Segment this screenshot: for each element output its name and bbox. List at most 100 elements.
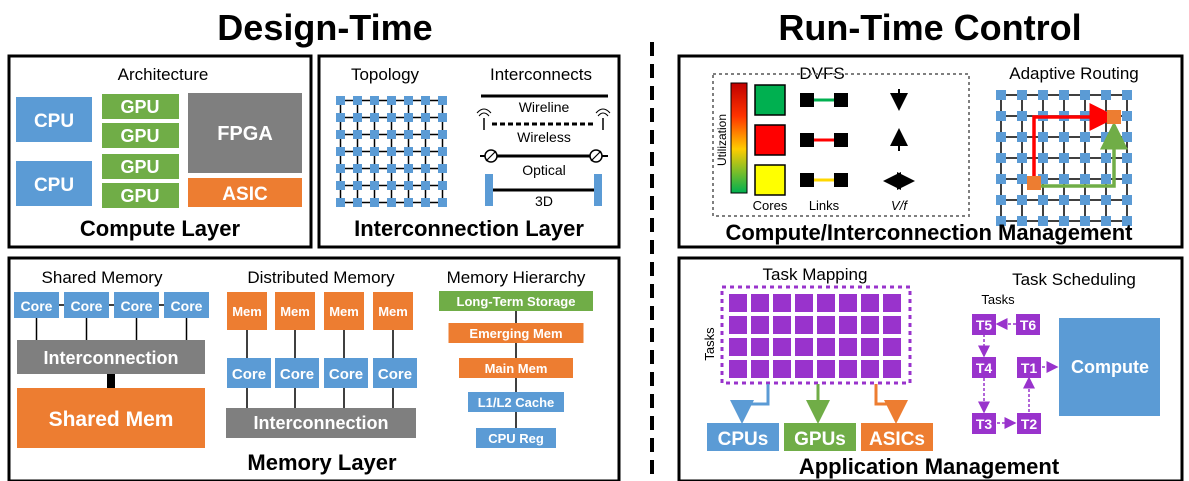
mesh-node [1017,132,1027,142]
mesh-node [353,147,362,156]
antenna-icon [595,108,611,130]
task-node-label: T3 [976,416,993,432]
wireline-label: Wireline [519,99,570,115]
task-node-label: T5 [976,317,993,333]
mesh-node [421,198,430,207]
mesh-node [1122,174,1132,184]
task-cell [795,294,813,312]
mesh-node [370,164,379,173]
task-cell [751,316,769,334]
3d-label: 3D [535,193,553,209]
dist-mem-block [324,292,364,330]
gpus-target [784,423,856,451]
mesh-node [438,164,447,173]
mesh-node [336,113,345,122]
gpu-block [102,183,179,208]
mesh-node [387,96,396,105]
cpu-label: CPU [34,111,74,132]
mesh-node [1122,111,1132,121]
asics-target [861,423,933,451]
mesh-node [336,198,345,207]
task-cell [729,360,747,378]
task-cell [883,338,901,356]
hierarchy-label: L1/L2 Cache [478,395,555,410]
mesh-node [1101,90,1111,100]
shared-interconnection-label: Interconnection [43,348,178,368]
mesh-node [1101,174,1111,184]
compute-layer-panel: Architecture CPU CPU GPU GPU GPU GPU FPG… [7,54,313,249]
mesh-node [1101,195,1111,205]
tasks-axis-label: Tasks [702,327,717,361]
task-cell [817,360,835,378]
mesh-node [1038,216,1048,226]
dist-mem-block [227,292,267,330]
dist-mem-block [373,292,413,330]
mesh-node [336,147,345,156]
links-label: Links [809,198,840,213]
cim-panel: DVFS Utilization Cores Links V/f Adaptiv… [677,54,1184,249]
task-node [1016,314,1040,335]
task-node [972,413,996,434]
asics-label: ASICs [869,429,925,450]
vf-label: V/f [891,198,908,213]
mesh-node [387,198,396,207]
topology-label: Topology [351,65,420,84]
task-cell [773,316,791,334]
link-green [800,93,848,107]
gpu-block [102,123,179,148]
task-cell [751,294,769,312]
utilization-label: Utilization [715,114,729,166]
cpus-target [707,423,779,451]
app-management-panel: Task Mapping Tasks CPUs GPUs ASICs Task … [677,256,1184,481]
mesh-node [1122,90,1132,100]
task-cell [817,294,835,312]
hierarchy-level [476,428,556,448]
task-cell [817,338,835,356]
shared-core [114,292,159,318]
mesh-node [1080,90,1090,100]
task-cell [883,294,901,312]
gpu-label: GPU [120,97,159,117]
task-cell [839,316,857,334]
mesh-node [370,147,379,156]
task-cell [729,316,747,334]
shared-core-label: Core [21,298,53,314]
distributed-memory-title: Distributed Memory [247,268,395,287]
mesh-node [421,113,430,122]
gpu-block [102,154,179,179]
mesh-node [336,130,345,139]
mesh-node [438,96,447,105]
task-cell [839,338,857,356]
mesh-node [404,164,413,173]
mesh-node [996,132,1006,142]
shared-core-label: Core [71,298,103,314]
asic-label: ASIC [222,184,268,205]
mesh-node [353,198,362,207]
gpu-block [102,94,179,119]
mesh-node [1122,195,1132,205]
mesh-node [1017,111,1027,121]
mesh-node [421,164,430,173]
mesh-node [370,96,379,105]
mesh-node [438,198,447,207]
cpu-block [16,161,92,206]
dist-core-block [275,358,319,388]
task-cell [729,338,747,356]
mesh-node [1059,195,1069,205]
mesh-node [336,96,345,105]
shared-mem-block [17,388,205,448]
mesh-node [1059,153,1069,163]
gpu-label: GPU [120,186,159,206]
mesh-node [438,181,447,190]
mesh-node [353,164,362,173]
mesh-node [438,147,447,156]
compute-label: Compute [1071,357,1149,377]
task-cell [861,294,879,312]
mesh-node [1122,153,1132,163]
mesh-node [1017,174,1027,184]
mesh-node [1017,216,1027,226]
hierarchy-label: Long-Term Storage [457,294,576,309]
interconnection-layer-panel: Topology Interconnects Wireline Wireless… [317,54,621,249]
task-cell [751,360,769,378]
shared-core-label: Core [171,298,203,314]
